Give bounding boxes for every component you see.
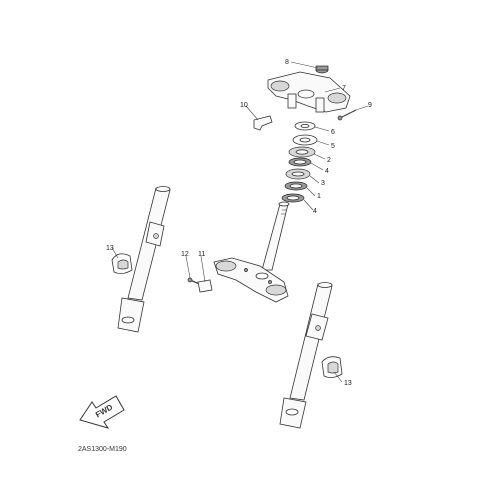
callout-5: 5 [331, 143, 335, 150]
callout-7: 7 [342, 85, 346, 92]
callout-13-left: 13 [106, 245, 114, 252]
callout-3: 3 [321, 180, 325, 187]
left-fork-leg [117, 186, 171, 333]
callout-9: 9 [368, 102, 372, 109]
cap-nut [315, 65, 329, 74]
fwd-arrow: FWD [79, 395, 125, 429]
cable-bracket [253, 115, 273, 131]
callout-4-upper: 4 [325, 168, 329, 175]
leader-lines [111, 61, 369, 383]
callout-4-lower: 4 [313, 208, 317, 215]
callout-13-right: 13 [344, 380, 352, 387]
callout-2: 2 [327, 157, 331, 164]
lower-bracket [213, 257, 289, 303]
drawing-code: 2AS1300-M190 [78, 446, 127, 453]
right-fork-leg [279, 282, 333, 429]
callout-labels: 8 7 9 10 6 5 2 4 3 1 4 13 11 12 13 [106, 59, 372, 387]
callout-6: 6 [331, 129, 335, 136]
fork-cover-right [321, 356, 343, 378]
bearing-stack [281, 121, 318, 203]
fork-cover-left [111, 253, 133, 274]
callout-8: 8 [285, 59, 289, 66]
steering-stem [261, 201, 290, 271]
pinch-bolt [337, 109, 357, 121]
upper-bracket [267, 71, 351, 113]
callout-1: 1 [317, 193, 321, 200]
callout-10: 10 [240, 102, 248, 109]
callout-11: 11 [198, 251, 205, 258]
bracket-bolt [187, 277, 213, 293]
callout-12: 12 [181, 251, 189, 258]
